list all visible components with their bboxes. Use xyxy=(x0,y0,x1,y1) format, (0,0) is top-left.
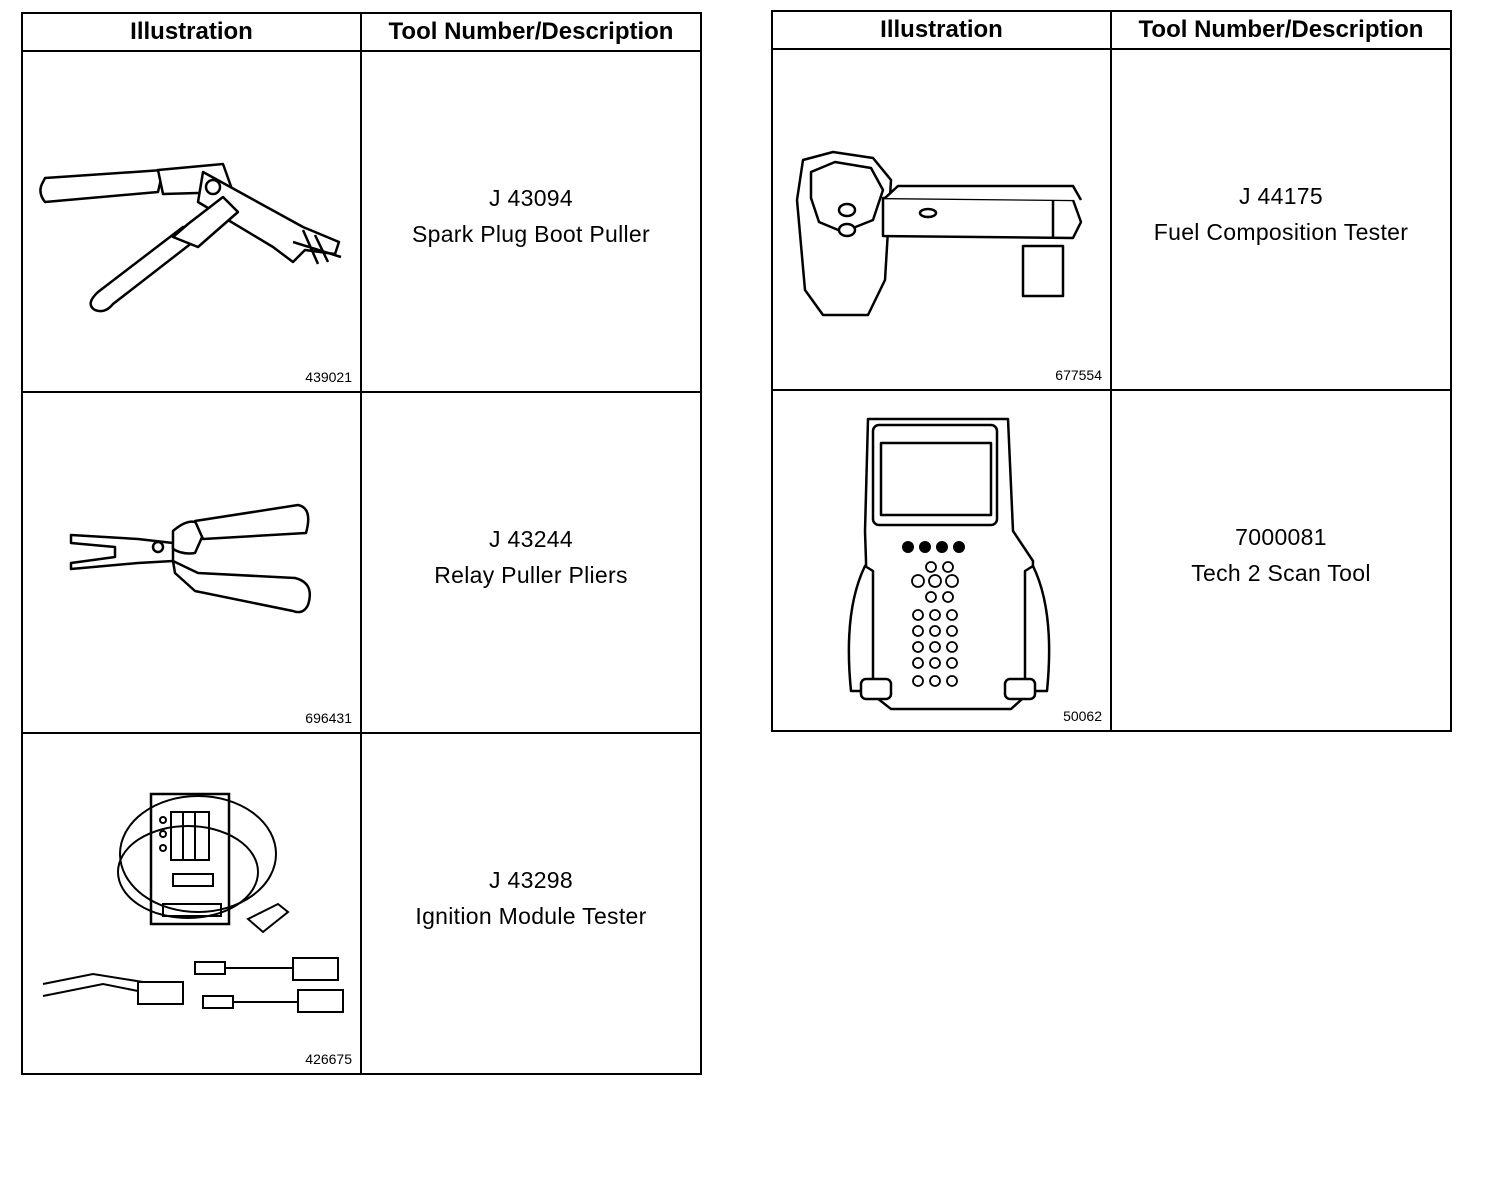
description-cell: J 43298 Ignition Module Tester xyxy=(360,732,702,1075)
description-cell: J 44175 Fuel Composition Tester xyxy=(1110,48,1452,391)
table-row: 439021 J 43094 Spark Plug Boot Puller xyxy=(21,50,702,393)
tool-number: 7000081 xyxy=(1235,523,1327,550)
table-row: 677554 J 44175 Fuel Composition Tester xyxy=(771,48,1452,391)
tool-description: Spark Plug Boot Puller xyxy=(411,220,650,247)
relay-puller-pliers-icon xyxy=(69,503,312,614)
illustration-cell: 677554 xyxy=(771,48,1112,391)
illustration-cell: 426675 xyxy=(21,732,362,1075)
table-header-row: Illustration Tool Number/Description xyxy=(771,10,1452,50)
figure-number: 50062 xyxy=(1063,708,1102,724)
fuel-composition-tester-icon xyxy=(795,150,1083,317)
tool-number: J 43244 xyxy=(489,525,573,552)
illustration-cell: 50062 xyxy=(771,389,1112,732)
table-row: 696431 J 43244 Relay Puller Pliers xyxy=(21,391,702,734)
description-cell: J 43094 Spark Plug Boot Puller xyxy=(360,50,702,393)
left-tools-table: Illustration Tool Number/Description 439… xyxy=(21,12,702,1075)
illustration-header: Illustration xyxy=(771,10,1112,50)
illustration-header: Illustration xyxy=(21,12,362,52)
description-cell: J 43244 Relay Puller Pliers xyxy=(360,391,702,734)
tech2-scan-tool-icon xyxy=(847,417,1051,711)
tool-description: Fuel Composition Tester xyxy=(1153,218,1409,245)
ignition-module-tester-icon xyxy=(42,792,344,1013)
tool-number: J 44175 xyxy=(1239,182,1323,209)
figure-number: 426675 xyxy=(305,1051,352,1067)
table-header-row: Illustration Tool Number/Description xyxy=(21,12,702,52)
tool-header: Tool Number/Description xyxy=(360,12,702,52)
figure-number: 696431 xyxy=(305,710,352,726)
tool-number: J 43094 xyxy=(489,184,573,211)
figure-number: 439021 xyxy=(305,369,352,385)
illustration-cell: 439021 xyxy=(21,50,362,393)
tool-number: J 43298 xyxy=(489,866,573,893)
tool-description: Relay Puller Pliers xyxy=(434,561,628,588)
tool-description: Tech 2 Scan Tool xyxy=(1191,559,1371,586)
table-row: 426675 J 43298 Ignition Module Tester xyxy=(21,732,702,1075)
table-row: 50062 7000081 Tech 2 Scan Tool xyxy=(771,389,1452,732)
figure-number: 677554 xyxy=(1055,367,1102,383)
right-tools-table: Illustration Tool Number/Description 677… xyxy=(771,10,1452,732)
illustration-cell: 696431 xyxy=(21,391,362,734)
tool-header: Tool Number/Description xyxy=(1110,10,1452,50)
description-cell: 7000081 Tech 2 Scan Tool xyxy=(1110,389,1452,732)
tool-description: Ignition Module Tester xyxy=(415,902,647,929)
spark-plug-boot-puller-icon xyxy=(39,162,342,313)
